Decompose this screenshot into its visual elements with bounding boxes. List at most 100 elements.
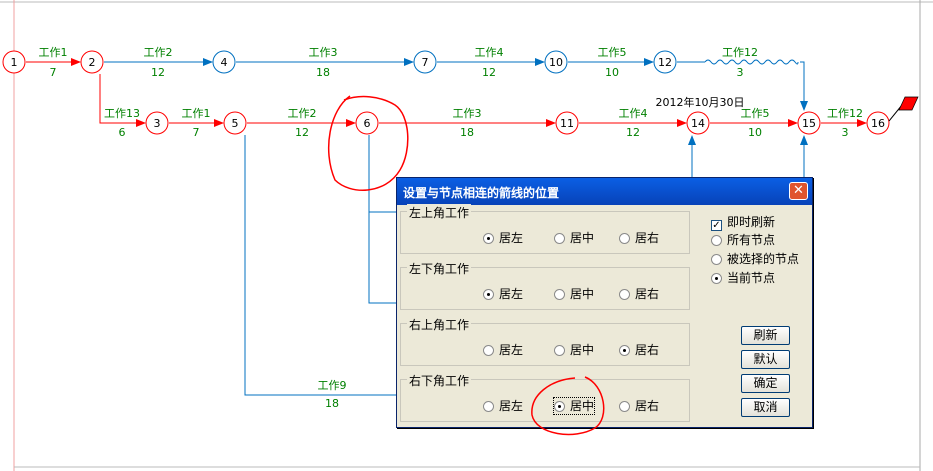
svg-text:6: 6: [364, 117, 371, 130]
node-7[interactable]: 7: [413, 50, 437, 74]
radio-bottom-left-left[interactable]: 居左: [483, 286, 523, 302]
radio-top-left-left[interactable]: 居左: [483, 230, 523, 246]
radio-dot: [619, 289, 630, 300]
radio-dot: [483, 233, 494, 244]
arrow-5-9[interactable]: [244, 135, 396, 396]
radio-top-right-center[interactable]: 居中: [554, 342, 594, 358]
task-label-duration: 12: [151, 66, 165, 79]
default-button[interactable]: 默认: [741, 350, 790, 369]
group-bottom-left: 左下角工作 居左 居中 居右: [400, 260, 690, 310]
svg-text:1: 1: [11, 56, 18, 69]
svg-text:11: 11: [560, 117, 574, 130]
radio-bottom-right-left[interactable]: 居左: [483, 398, 523, 414]
task-label-name: 工作13: [104, 107, 140, 120]
svg-text:5: 5: [232, 117, 239, 130]
group-title: 左上角工作: [407, 204, 472, 221]
node-16[interactable]: 16: [866, 111, 890, 135]
task-label-name: 工作12: [827, 107, 863, 120]
node-10[interactable]: 10: [544, 50, 568, 74]
ok-button[interactable]: 确定: [741, 374, 790, 393]
node-3[interactable]: 3: [145, 111, 169, 135]
node-14[interactable]: 14: [686, 111, 710, 135]
svg-text:10: 10: [549, 56, 563, 69]
task-label-name: 工作12: [722, 46, 758, 59]
radio-dot: [554, 401, 565, 412]
radio-bottom-right-right[interactable]: 居右: [619, 398, 659, 414]
dialog-title: 设置与节点相连的箭线的位置: [403, 186, 560, 200]
node-15[interactable]: 15: [797, 111, 821, 135]
annotation-circle: [327, 95, 409, 191]
radio-dot: [483, 401, 494, 412]
radio-dot: [483, 289, 494, 300]
task-label-duration: 7: [50, 66, 57, 79]
task-label-duration: 18: [460, 126, 474, 139]
radio-bottom-left-center[interactable]: 居中: [554, 286, 594, 302]
checkmark-icon: ✓: [711, 220, 722, 231]
node-12[interactable]: 12: [653, 50, 677, 74]
svg-text:15: 15: [802, 117, 816, 130]
cancel-button[interactable]: 取消: [741, 398, 790, 417]
node-11[interactable]: 11: [555, 111, 579, 135]
task-label-duration: 10: [605, 66, 619, 79]
arrow-12-15-wavy[interactable]: [704, 59, 799, 65]
radio-scope-all[interactable]: 所有节点: [711, 232, 775, 248]
group-title: 右上角工作: [407, 316, 472, 333]
node-5[interactable]: 5: [223, 111, 247, 135]
task-label-duration: 18: [325, 397, 339, 410]
node-6[interactable]: 6: [355, 111, 379, 135]
arrow-2-3[interactable]: [99, 74, 146, 127]
task-label-duration: 6: [119, 126, 126, 139]
task-label-duration: 18: [316, 66, 330, 79]
group-top-left: 左上角工作 居左 居中 居右: [400, 204, 690, 254]
node-1[interactable]: 1: [2, 50, 26, 74]
task-label-name: 工作3: [453, 107, 482, 120]
instant-refresh-checkbox[interactable]: ✓即时刷新: [711, 215, 776, 231]
task-label-duration: 3: [737, 66, 744, 79]
arrow-6-down[interactable]: [368, 135, 396, 304]
svg-text:3: 3: [154, 117, 161, 130]
arrow-12-15-down[interactable]: [800, 61, 808, 111]
group-title: 左下角工作: [407, 260, 472, 277]
dialog-titlebar[interactable]: 设置与节点相连的箭线的位置 ✕: [397, 178, 812, 205]
radio-dot: [554, 233, 565, 244]
radio-top-left-right[interactable]: 居右: [619, 230, 659, 246]
svg-text:2: 2: [89, 56, 96, 69]
radio-bottom-left-right[interactable]: 居右: [619, 286, 659, 302]
group-top-right: 右上角工作 居左 居中 居右: [400, 316, 690, 366]
radio-top-right-right[interactable]: 居右: [619, 342, 659, 358]
end-flag-icon: [898, 96, 919, 111]
radio-dot: [554, 345, 565, 356]
task-label-duration: 10: [748, 126, 762, 139]
radio-dot: [619, 401, 630, 412]
radio-dot: [711, 273, 722, 284]
task-label-name: 工作3: [309, 46, 338, 59]
node-4[interactable]: 4: [212, 50, 236, 74]
task-label-name: 工作5: [741, 107, 770, 120]
node-2[interactable]: 2: [80, 50, 104, 74]
radio-dot: [483, 345, 494, 356]
task-label-duration: 12: [482, 66, 496, 79]
radio-bottom-right-center[interactable]: 居中: [552, 397, 596, 415]
radio-dot: [711, 235, 722, 246]
radio-scope-selected[interactable]: 被选择的节点: [711, 251, 799, 267]
task-label-duration: 12: [626, 126, 640, 139]
radio-top-left-center[interactable]: 居中: [554, 230, 594, 246]
refresh-button[interactable]: 刷新: [741, 326, 790, 345]
radio-scope-current[interactable]: 当前节点: [711, 270, 775, 286]
radio-dot: [619, 345, 630, 356]
task-label-name: 工作1: [39, 46, 68, 59]
task-label-name: 工作2: [144, 46, 173, 59]
date-label: 2012年10月30日: [656, 95, 745, 109]
task-label-duration: 3: [842, 126, 849, 139]
task-label-name: 工作5: [598, 46, 627, 59]
close-icon[interactable]: ✕: [789, 182, 808, 200]
radio-dot: [554, 289, 565, 300]
radio-top-right-left[interactable]: 居左: [483, 342, 523, 358]
radio-dot: [711, 254, 722, 265]
svg-text:12: 12: [658, 56, 672, 69]
arrow-position-dialog: 设置与节点相连的箭线的位置 ✕ 左上角工作 居左 居中 居右 左下角工作 居左 …: [396, 177, 813, 428]
task-label-name: 工作4: [475, 46, 504, 59]
task-label-name: 工作4: [619, 107, 648, 120]
svg-text:14: 14: [691, 117, 705, 130]
